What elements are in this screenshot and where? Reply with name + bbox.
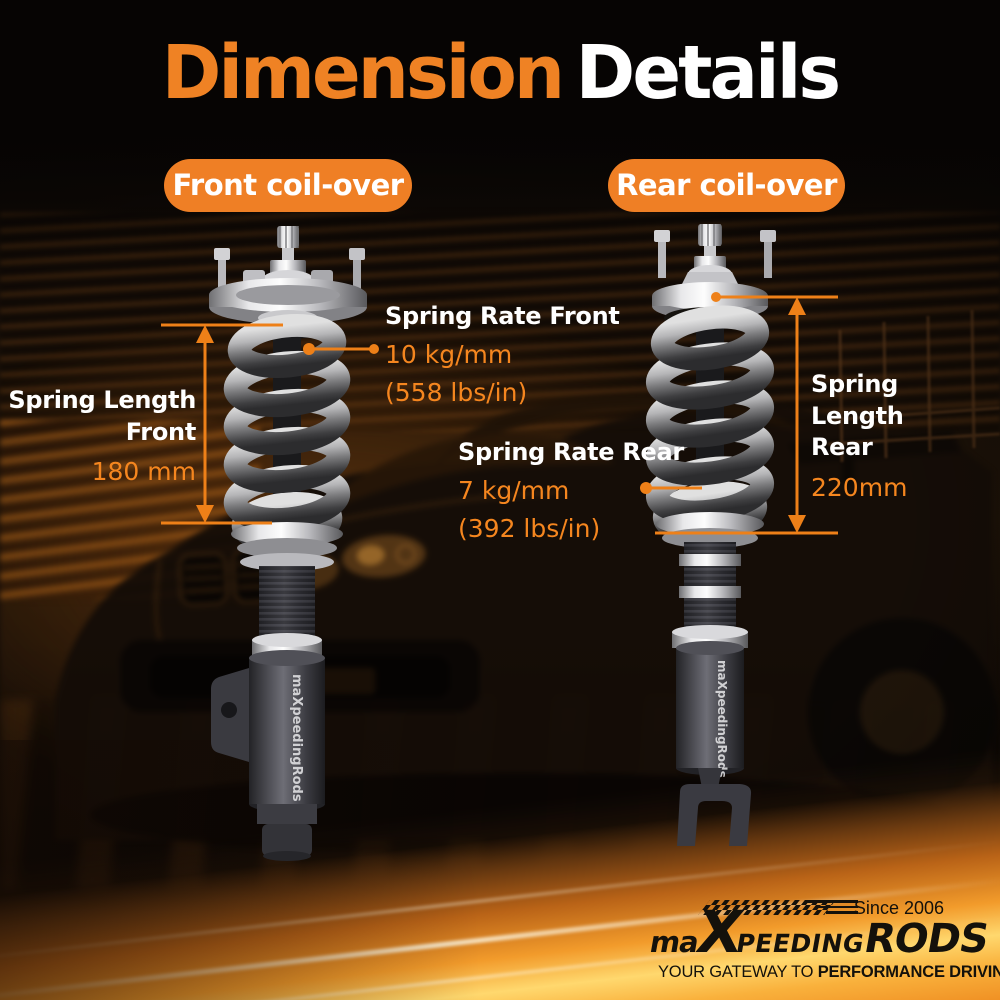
since-row: Since 2006 (658, 898, 988, 918)
bottom-swoosh (0, 740, 1000, 1000)
tagline-normal: YOUR GATEWAY TO (658, 963, 818, 981)
front-coilover-image: maXpeedingRods (209, 226, 367, 861)
since-label: Since 2006 (853, 898, 944, 918)
spring-rate-rear-value: 7 kg/mm (458, 475, 570, 505)
spring-rate-front-annotation: Spring Rate Front 10 kg/mm (558 lbs/in) (385, 301, 620, 409)
spring-length-rear-label-2: Rear (811, 433, 873, 462)
swoosh-left-darkening (0, 740, 1000, 1000)
rear-watermark-text: maXpeedingRods (715, 660, 729, 778)
front-watermark-text: maXpeedingRods (289, 674, 304, 802)
brand-tagline: YOUR GATEWAY TO PERFORMANCE DRIVING (658, 963, 1000, 982)
spring-length-front-label-2: Front (125, 417, 197, 446)
rear-coilover-badge: Rear coil-over (608, 159, 845, 212)
spring-rate-front-label: Spring Rate Front (385, 302, 620, 330)
brand-logo: maXpeedingRODS (647, 898, 993, 966)
spring-length-front-value: 180 mm (91, 457, 196, 487)
title-rest: Details (575, 30, 841, 116)
spring-length-front-label-1: Spring Length (8, 386, 196, 414)
front-coilover-badge: Front coil-over (164, 159, 412, 212)
spring-rate-rear-annotation: Spring Rate Rear 7 kg/mm (392 lbs/in) (458, 437, 684, 545)
spring-length-rear-annotation: Spring Length Rear 220mm (811, 369, 991, 504)
speed-lines-icon (806, 900, 858, 914)
rear-coilover-image: maXpeedingRods (645, 224, 776, 846)
title-highlight: Dimension (161, 30, 565, 116)
tagline-bold: PERFORMANCE DRIVING (817, 963, 1000, 981)
spring-rate-front-value-alt: (558 lbs/in) (385, 377, 528, 407)
spring-rate-rear-value-alt: (392 lbs/in) (458, 513, 601, 543)
brand-footer: Since 2006 maXpeedingRODS YOUR GATEWAY T… (647, 898, 1000, 982)
spring-length-front-annotation: Spring Length Front 180 mm (8, 385, 196, 488)
spring-rate-rear-label: Spring Rate Rear (458, 438, 684, 466)
spring-length-rear-label-1: Spring Length (811, 370, 904, 430)
spring-rate-front-value: 10 kg/mm (385, 339, 513, 369)
brand-peeding: peeding (733, 929, 867, 958)
spring-length-rear-value: 220mm (811, 473, 908, 503)
brand-rods: RODS (860, 916, 992, 962)
